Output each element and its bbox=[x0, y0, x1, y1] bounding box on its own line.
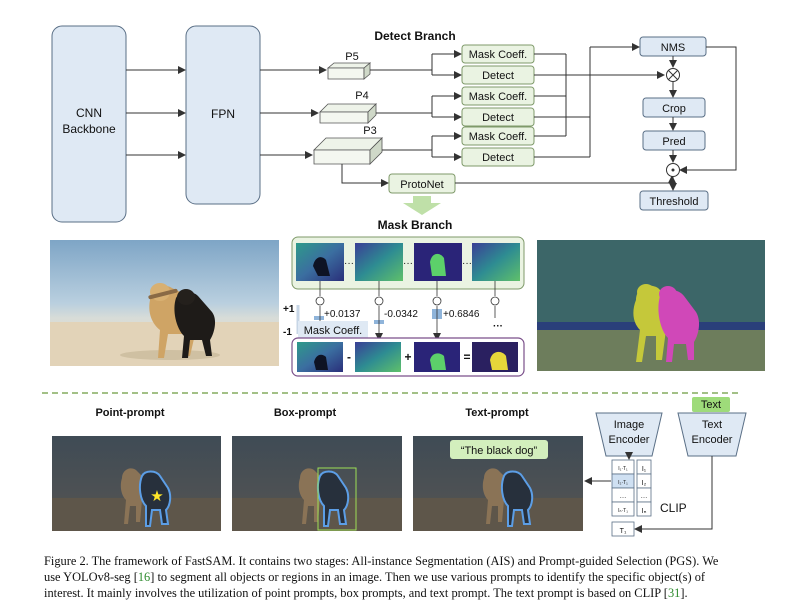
text-prompt-title: Text-prompt bbox=[465, 407, 529, 419]
cnn-label-2: Backbone bbox=[62, 122, 116, 136]
crop-box bbox=[642, 97, 706, 118]
detect-label-p5: Detect bbox=[482, 70, 514, 82]
caption-line-3a: interest. It mainly involves the utiliza… bbox=[44, 586, 668, 600]
text-query-label: “The black dog” bbox=[461, 445, 538, 457]
text-encoder-shape bbox=[677, 412, 747, 457]
nms-label: NMS bbox=[661, 42, 685, 54]
mask-branch-panel: ··· ··· ··· bbox=[291, 236, 525, 290]
caption-line-1: Figure 2. The framework of FastSAM. It c… bbox=[44, 554, 719, 568]
dot-operator-center bbox=[671, 168, 675, 172]
mask-branch-title: Mask Branch bbox=[378, 218, 453, 232]
op-minus: - bbox=[347, 350, 351, 364]
caption-line-2a: use YOLOv8-seg [ bbox=[44, 570, 138, 584]
clip-label: CLIP bbox=[660, 501, 687, 515]
pred-label: Pred bbox=[662, 136, 685, 148]
matrix-cell-2b: I₂ bbox=[642, 480, 647, 487]
citation-16-link[interactable]: 16 bbox=[137, 570, 151, 584]
matrix-cell-1a: I₁·T₁ bbox=[618, 466, 628, 472]
p4-feature-slab bbox=[319, 103, 377, 124]
p4-label: P4 bbox=[355, 90, 368, 102]
cnn-backbone-box bbox=[51, 25, 127, 223]
p3-to-heads-connector bbox=[382, 132, 462, 161]
prototype-ellipsis-1: ··· bbox=[344, 258, 354, 269]
coeff-value-2: -0.0342 bbox=[384, 309, 418, 320]
caption-line-3b: ]. bbox=[680, 586, 688, 600]
clip-similarity-matrix bbox=[611, 459, 652, 517]
cnn-label-1: CNN bbox=[76, 106, 102, 120]
point-prompt-title: Point-prompt bbox=[95, 407, 164, 419]
crop-label: Crop bbox=[662, 103, 686, 115]
caption-line-2b: ] to segment all objects or regions in a… bbox=[150, 570, 706, 584]
pred-box bbox=[642, 130, 706, 151]
prototype-ellipsis-2: ··· bbox=[403, 258, 413, 269]
p3-label: P3 bbox=[363, 125, 376, 137]
axis-plus-one: +1 bbox=[283, 304, 295, 315]
detect-label-p4: Detect bbox=[482, 112, 514, 124]
coeff-value-3: +0.6846 bbox=[443, 309, 480, 320]
image-encoder-label-2: Encoder bbox=[609, 434, 650, 446]
protonet-label: ProtoNet bbox=[400, 179, 443, 191]
coeff-multiply-icons bbox=[315, 296, 500, 306]
arrow-p3-protonet bbox=[341, 164, 389, 187]
matrix-cell-4a: Iₙ·T₁ bbox=[618, 508, 628, 514]
figure-caption: Figure 2. The framework of FastSAM. It c… bbox=[44, 553, 774, 601]
coeff-to-multiply-connector bbox=[534, 53, 665, 137]
caption-line-3: interest. It mainly involves the utiliza… bbox=[44, 585, 774, 601]
caption-line-2: use YOLOv8-seg [16] to segment all objec… bbox=[44, 569, 774, 585]
matrix-cell-3b: … bbox=[641, 493, 648, 500]
matrix-cell-4b: Iₙ bbox=[642, 508, 647, 515]
input-image-dogs bbox=[50, 240, 279, 366]
detect-to-nms-connector bbox=[534, 43, 640, 158]
p4-to-heads-connector bbox=[376, 92, 462, 121]
text-encoder-label-1: Text bbox=[702, 419, 722, 431]
mask-coeff-label-box bbox=[298, 321, 368, 338]
text-query-bubble bbox=[450, 440, 548, 459]
mask-coeff-axis-label: Mask Coeff. bbox=[304, 325, 363, 337]
p5-label: P5 bbox=[345, 51, 358, 63]
coeff-ellipsis: ··· bbox=[493, 321, 503, 332]
p3-feature-slab bbox=[313, 137, 383, 165]
box-prompt-image bbox=[232, 436, 402, 531]
mask-coeff-label-p3: Mask Coeff. bbox=[469, 131, 528, 143]
star-icon: ★ bbox=[150, 488, 163, 505]
image-encoder-shape bbox=[595, 412, 663, 457]
p5-feature-slab bbox=[326, 62, 372, 80]
detect-label-p3: Detect bbox=[482, 152, 514, 164]
point-prompt-image bbox=[52, 436, 221, 531]
prototype-ellipsis-3: ··· bbox=[462, 258, 472, 269]
mask-combination-panel bbox=[291, 337, 525, 377]
box-prompt-title: Box-prompt bbox=[274, 407, 337, 419]
nms-feedback-line bbox=[679, 46, 737, 174]
axis-minus-one: -1 bbox=[283, 327, 292, 338]
arrow-protonet-dot bbox=[455, 175, 676, 184]
threshold-box bbox=[639, 190, 709, 211]
matrix-cell-2a: I₂·T₁ bbox=[618, 480, 628, 486]
op-plus: + bbox=[404, 350, 411, 364]
text-tag-label: Text bbox=[701, 399, 721, 411]
t1-label: T₁ bbox=[620, 528, 627, 535]
detect-branch-title: Detect Branch bbox=[374, 29, 455, 43]
op-equals: = bbox=[463, 350, 470, 364]
mask-coeff-label-p4: Mask Coeff. bbox=[469, 91, 528, 103]
arrow-text-encoder-t1 bbox=[634, 456, 713, 533]
text-encoder-label-2: Encoder bbox=[692, 434, 733, 446]
matrix-cell-3a: … bbox=[620, 493, 627, 500]
citation-31-link[interactable]: 31 bbox=[667, 586, 681, 600]
image-encoder-label-1: Image bbox=[614, 419, 645, 431]
text-tag-box bbox=[692, 397, 730, 412]
coeff-value-1: +0.0137 bbox=[324, 309, 361, 320]
threshold-label: Threshold bbox=[650, 196, 699, 208]
p5-to-heads-connector bbox=[370, 50, 462, 79]
fpn-label: FPN bbox=[211, 107, 235, 121]
mask-branch-down-arrow bbox=[403, 196, 441, 215]
matrix-cell-1b: I₁ bbox=[642, 466, 647, 473]
fpn-box bbox=[185, 25, 261, 205]
coeff-bar-1 bbox=[314, 316, 324, 320]
segmentation-output-image bbox=[537, 240, 765, 371]
multiply-cross-b bbox=[668, 70, 678, 80]
mask-coeff-label-p5: Mask Coeff. bbox=[469, 49, 528, 61]
